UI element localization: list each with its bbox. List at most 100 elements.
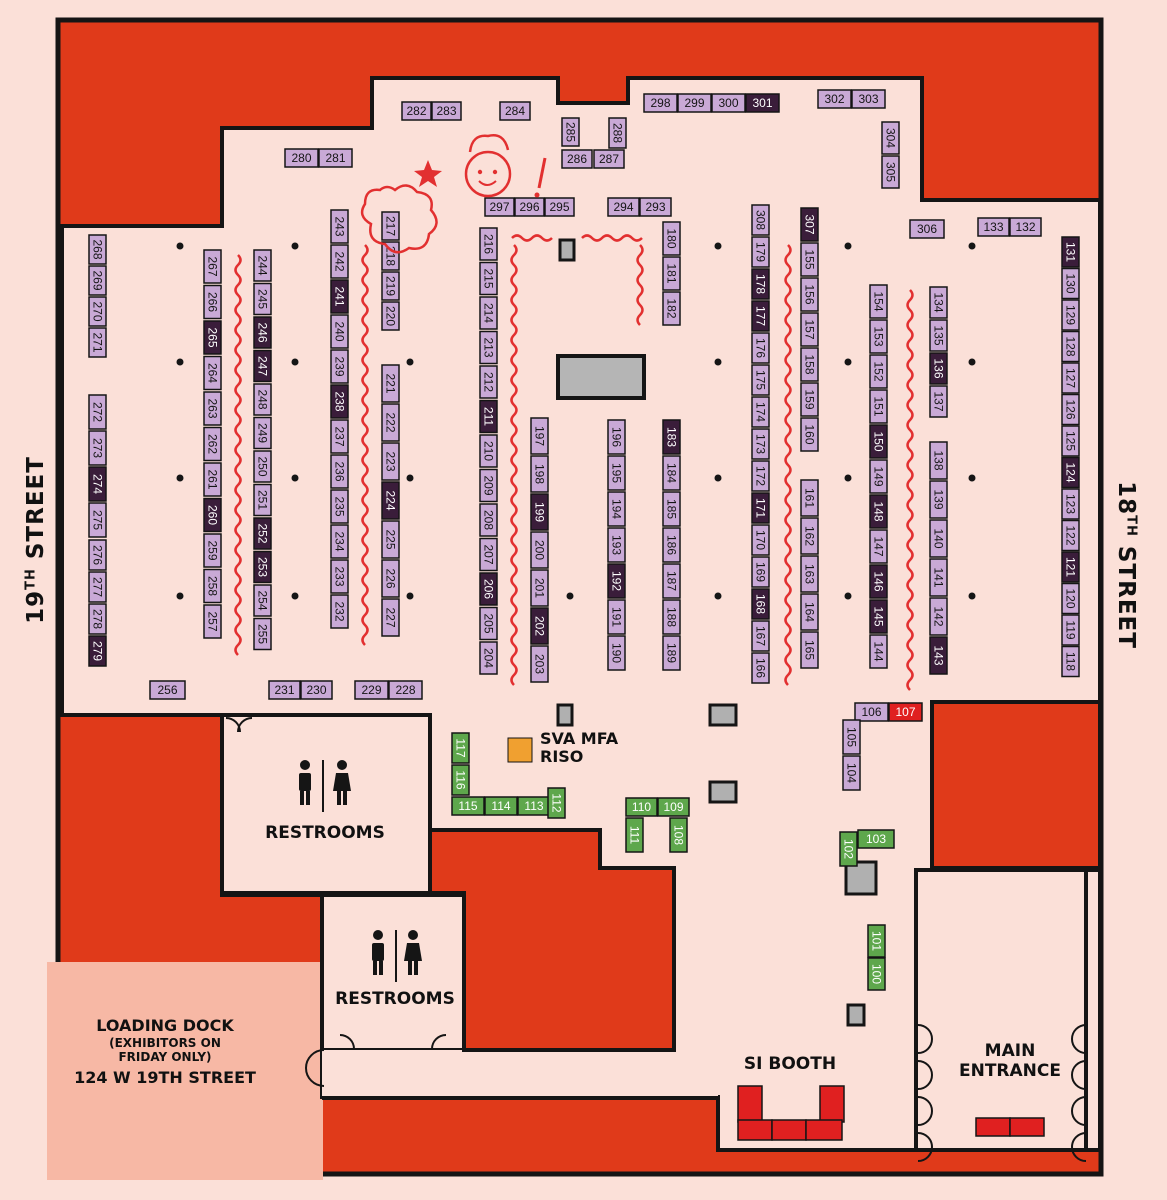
booth-box (284, 148, 319, 168)
booth-box (1061, 551, 1080, 583)
booth-203: 203 (530, 645, 549, 683)
booth-box (381, 442, 400, 481)
booth-box (253, 450, 272, 483)
restroom-room-upper (220, 713, 432, 895)
booth-116: 116 (451, 764, 470, 796)
booth-202: 202 (530, 607, 549, 645)
booth-number: 173 (754, 434, 768, 454)
booth-270: 270 (88, 296, 107, 327)
booth-box (1061, 236, 1080, 268)
booth-box (479, 330, 498, 365)
booth-number: 205 (482, 613, 496, 633)
booth-box (330, 384, 349, 419)
booth-number: 210 (482, 441, 496, 461)
booth-number: 120 (1064, 588, 1078, 608)
booth-124: 124 (1061, 456, 1080, 489)
booth-number: 188 (665, 607, 679, 627)
booth-box (203, 462, 222, 497)
booth-106: 106 (854, 702, 889, 722)
restroom-icon (408, 930, 418, 940)
booth-number: 286 (567, 152, 587, 166)
booth-number: 275 (91, 510, 105, 530)
booth-number: 156 (803, 284, 817, 304)
booth-box (869, 599, 888, 634)
booth-176: 176 (751, 332, 770, 364)
booth-box (484, 796, 518, 816)
booth-box (88, 635, 107, 667)
booth-number: 257 (206, 611, 220, 631)
booth-number: 165 (803, 640, 817, 660)
booth-box (751, 300, 770, 332)
booth-box (817, 89, 852, 109)
booth-number: 115 (458, 799, 477, 813)
booth-box (869, 634, 888, 669)
booth-250: 250 (253, 450, 272, 483)
pillar-dot (968, 592, 976, 600)
riso-line: RISO (540, 747, 584, 767)
booth-293: 293 (639, 197, 672, 217)
booth-number: 216 (482, 234, 496, 254)
pillar-dot (406, 474, 414, 482)
booth-number: 224 (384, 490, 398, 510)
booth-box (607, 455, 626, 491)
doodle-cloud (360, 184, 438, 254)
booth-box (203, 355, 222, 391)
booth-box (203, 604, 222, 639)
booth-267: 267 (203, 249, 222, 284)
booth-box (479, 537, 498, 572)
booth-243: 243 (330, 209, 349, 244)
booth-box (662, 455, 681, 491)
booth-277: 277 (88, 571, 107, 603)
booth-number: 163 (803, 564, 817, 584)
booth-number: 192 (610, 571, 624, 591)
booth-box (88, 394, 107, 430)
curtain-line (511, 234, 553, 242)
booth-219: 219 (381, 271, 400, 301)
booth-120: 120 (1061, 582, 1080, 615)
booth-number: 288 (611, 123, 625, 143)
door-arc (917, 1024, 934, 1054)
booth-box (1061, 582, 1080, 615)
booth-number: 220 (384, 306, 398, 326)
pillar-dot (406, 592, 414, 600)
booth-134: 134 (929, 286, 948, 319)
restroom-icon (373, 930, 383, 940)
pillar-dot (714, 474, 722, 482)
booth-117: 117 (451, 732, 470, 764)
booth-box (881, 155, 900, 189)
booth-number: 137 (932, 391, 946, 411)
booth-box (381, 211, 400, 241)
booth-number: 278 (91, 609, 105, 629)
booth-number: 279 (91, 641, 105, 661)
booth-number: 217 (384, 216, 398, 236)
booth-number: 170 (754, 530, 768, 550)
booth-304: 304 (881, 121, 900, 155)
booth-number: 228 (395, 683, 415, 697)
booth-number: 245 (256, 289, 270, 309)
booth-128: 128 (1061, 330, 1080, 363)
booth-number: 211 (482, 407, 496, 426)
booth-number: 125 (1064, 431, 1078, 451)
curtain-line (784, 244, 792, 686)
booth-box (354, 680, 389, 700)
booth-box (203, 497, 222, 533)
booth-number: 235 (333, 496, 347, 516)
booth-107: 107 (888, 702, 923, 722)
booth-box (530, 569, 549, 607)
booth-264: 264 (203, 355, 222, 391)
booth-183: 183 (662, 419, 681, 455)
booth-number: 100 (870, 964, 884, 984)
booth-box (851, 89, 886, 109)
booth-139: 139 (929, 480, 948, 519)
booth-number: 202 (533, 616, 547, 636)
booth-box (499, 101, 531, 121)
booth-249: 249 (253, 416, 272, 450)
booth-number: 251 (256, 490, 270, 510)
booth-198: 198 (530, 455, 549, 493)
booth-238: 238 (330, 384, 349, 419)
booth-number: 223 (384, 451, 398, 471)
booth-box (800, 312, 819, 347)
main-entrance-label: MAIN ENTRANCE (940, 1041, 1080, 1081)
booth-266: 266 (203, 284, 222, 320)
